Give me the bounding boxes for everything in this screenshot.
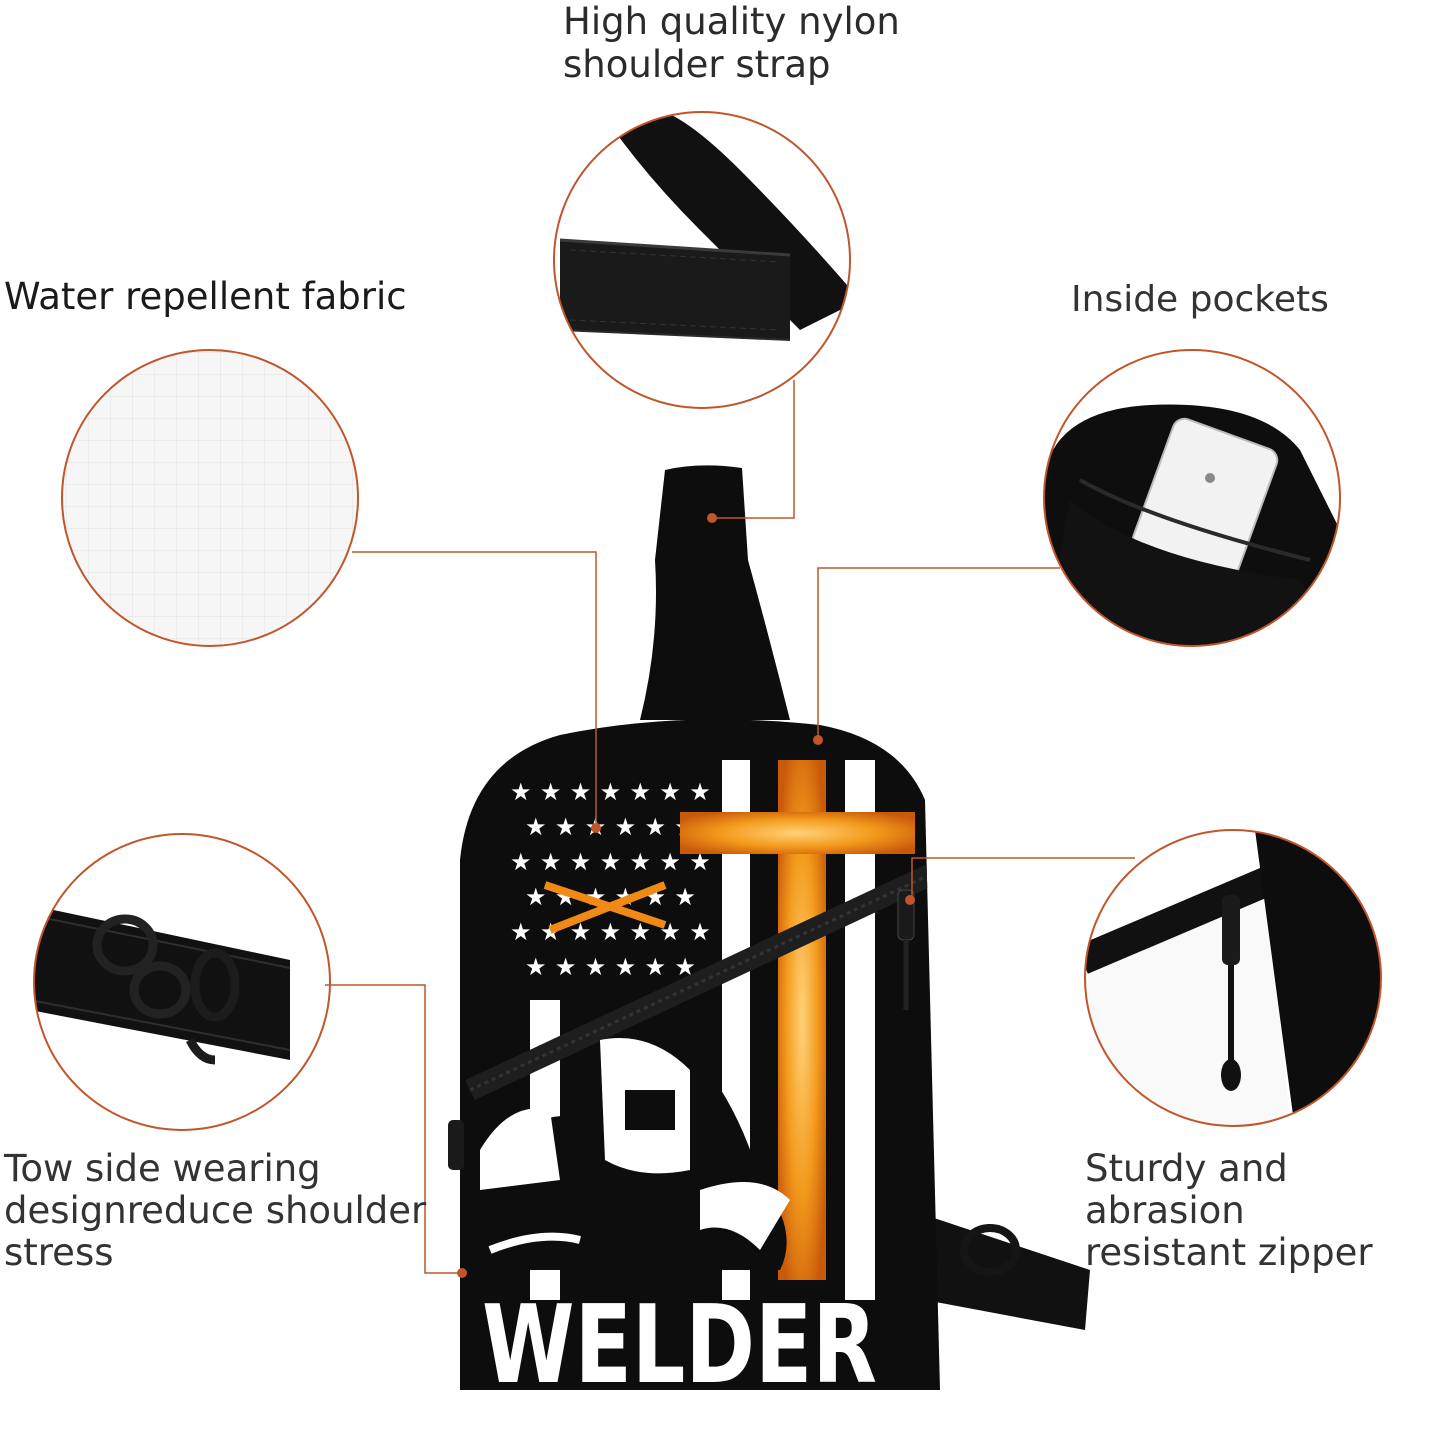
feature-label-wearing: Tow side wearing designreduce shoulder s… <box>4 1147 427 1274</box>
feature-label-fabric: Water repellent fabric <box>4 275 407 318</box>
svg-text:★ ★ ★ ★ ★ ★: ★ ★ ★ ★ ★ ★ <box>525 813 696 841</box>
flag-stars: ★ ★ ★ ★ ★ ★ ★ ★ ★ ★ ★ ★ ★ ★ ★ ★ ★ ★ ★ ★ … <box>510 778 711 981</box>
svg-text:★ ★ ★ ★ ★ ★: ★ ★ ★ ★ ★ ★ <box>525 953 696 981</box>
feature-label-pockets: Inside pockets <box>1071 279 1329 320</box>
detail-fabric-circle <box>61 349 359 647</box>
svg-text:★ ★ ★ ★ ★ ★ ★: ★ ★ ★ ★ ★ ★ ★ <box>510 918 711 946</box>
feature-label-zipper: Sturdy and abrasion resistant zipper <box>1085 1147 1373 1274</box>
bag-print-text: WELDER <box>482 1283 877 1408</box>
callout-dots <box>457 513 915 1278</box>
svg-text:★ ★ ★ ★ ★ ★ ★: ★ ★ ★ ★ ★ ★ ★ <box>510 848 711 876</box>
detail-zipper-circle <box>1084 829 1382 1127</box>
detail-strap-circle <box>553 111 851 409</box>
svg-text:★ ★ ★ ★ ★ ★ ★: ★ ★ ★ ★ ★ ★ ★ <box>510 778 711 806</box>
detail-buckle-circle <box>33 833 331 1131</box>
callout-lines <box>325 380 1135 1274</box>
sling-bag: ★ ★ ★ ★ ★ ★ ★ ★ ★ ★ ★ ★ ★ ★ ★ ★ ★ ★ ★ ★ … <box>448 465 1090 1408</box>
feature-label-strap: High quality nylon shoulder strap <box>563 0 900 86</box>
detail-pocket-circle <box>1043 349 1341 647</box>
